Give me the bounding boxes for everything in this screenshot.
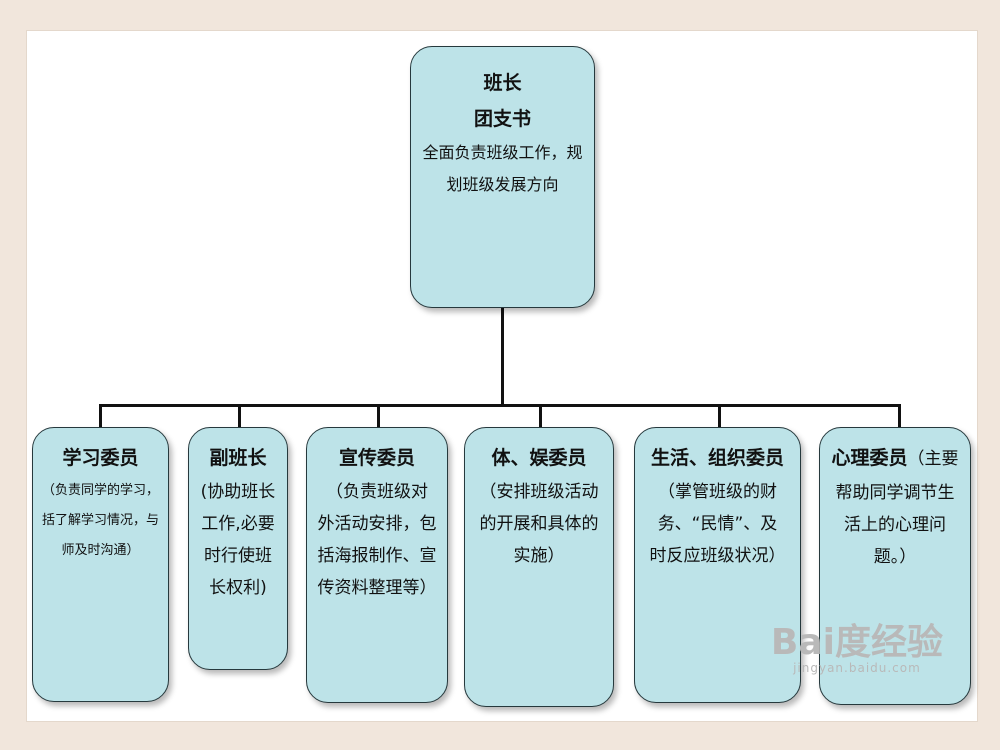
root-connector: [501, 304, 504, 407]
child-title-publicity: 宣传委员: [338, 447, 415, 469]
child-desc-line: 实施）: [513, 546, 565, 566]
child-title-sports-entertainment: 体、娱委员: [491, 447, 587, 469]
child-desc-line: 师及时沟通）: [61, 543, 140, 558]
watermark-logo: Bai度经验: [770, 622, 943, 663]
child-desc-line: 时行使班: [204, 546, 272, 566]
child-desc-line: 传资料整理等）: [317, 578, 437, 598]
child-box-study: 学习委员 （负责同学的学习， 括了解学习情况，与 师及时沟通）: [32, 427, 169, 702]
child-box-publicity: 宣传委员 （负责班级对 外活动安排，包 括海报制作、宣 传资料整理等）: [306, 427, 448, 703]
child-desc-line: （负责同学的学习，: [41, 483, 159, 498]
child-desc-line: (协助班长: [200, 482, 276, 502]
child-desc-line: 括海报制作、宣: [317, 546, 437, 566]
child-box-vice-monitor: 副班长 (协助班长 工作,必要 时行使班 长权利): [188, 427, 288, 670]
child-desc-line: 务、“民情”、及: [657, 514, 778, 534]
root-desc-1: 全面负责班级工作，规: [422, 143, 583, 162]
child-desc-line: 括了解学习情况，与: [41, 513, 159, 528]
horizontal-connector: [99, 404, 901, 407]
child-title-study: 学习委员: [62, 447, 139, 469]
watermark-url: jingyan.baidu.com: [793, 661, 921, 675]
child-desc-line: （掌管班级的财: [658, 482, 777, 502]
child-title-life-organization: 生活、组织委员: [650, 447, 784, 469]
baidu-jingyan-watermark: Bai度经验 jingyan.baidu.com: [770, 622, 943, 676]
child-box-psychology: 心理委员（主要 帮助同学调节生 活上的心理问 题。）: [819, 427, 971, 705]
root-title-1: 班长: [483, 72, 522, 94]
child-desc-line: 时反应班级状况）: [649, 546, 786, 566]
child-desc-line: （安排班级活动: [479, 482, 599, 502]
child-desc-line: 长权利): [209, 578, 267, 598]
child-connector-6: [898, 404, 901, 431]
child-box-sports-entertainment: 体、娱委员 （安排班级活动 的开展和具体的 实施）: [464, 427, 614, 707]
org-chart: 班长 团支书 全面负责班级工作，规 划班级发展方向 学习委员 （负责同学的学习，…: [26, 30, 978, 722]
child-desc-line: 题。）: [873, 547, 917, 567]
child-desc-line: 的开展和具体的: [479, 514, 599, 534]
child-desc-line: 帮助同学调节生: [835, 483, 955, 503]
child-connector-1: [99, 404, 102, 431]
child-title-psychology: 心理委员（主要: [820, 440, 970, 477]
child-title-psychology-text: 心理委员: [831, 447, 908, 469]
child-desc-inline: （主要: [907, 449, 959, 469]
child-desc-line: 活上的心理问: [844, 515, 946, 535]
root-box: 班长 团支书 全面负责班级工作，规 划班级发展方向: [410, 46, 595, 308]
child-desc-line: 工作,必要: [201, 514, 275, 534]
child-desc-line: 外活动安排，包: [317, 514, 437, 534]
child-connector-5: [718, 404, 721, 431]
child-connector-4: [539, 404, 542, 431]
root-title-2: 团支书: [473, 108, 531, 130]
child-desc-line: （负责班级对: [326, 482, 428, 502]
child-box-life-organization: 生活、组织委员 （掌管班级的财 务、“民情”、及 时反应班级状况）: [634, 427, 801, 703]
child-connector-3: [377, 404, 380, 431]
child-title-vice-monitor: 副班长: [209, 447, 267, 469]
root-desc-2: 划班级发展方向: [446, 175, 559, 194]
child-connector-2: [238, 404, 241, 431]
